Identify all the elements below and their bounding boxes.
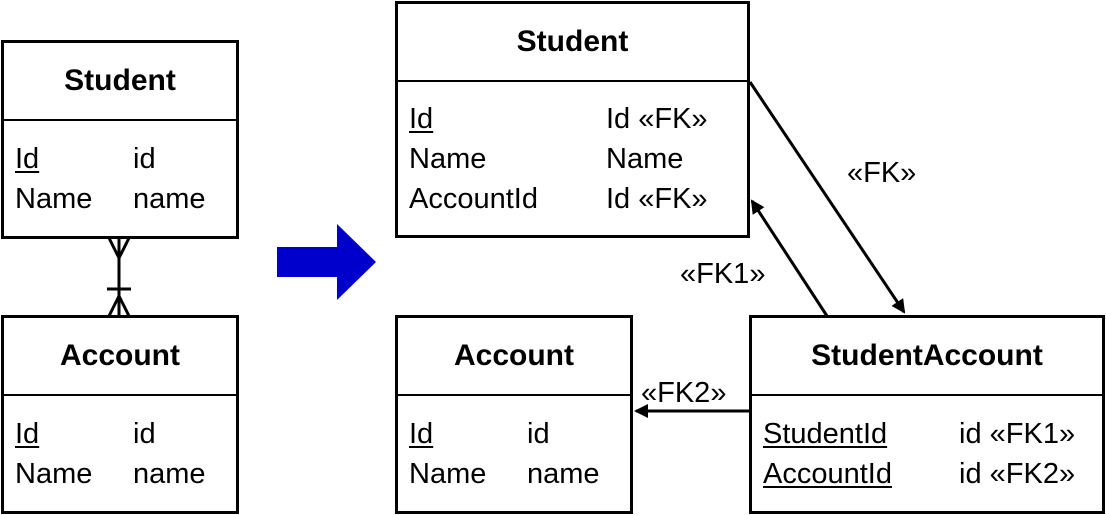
attribute-row: Name name [15, 179, 225, 219]
fk-label: «FK» [847, 157, 917, 189]
right-studentaccount-entity[interactable]: StudentAccount StudentId id «FK1» Accoun… [749, 315, 1105, 514]
fk-arrow [748, 81, 906, 314]
attribute-name: Name [15, 458, 93, 490]
attribute-name: Name [15, 183, 93, 215]
attribute-type: id [527, 418, 550, 450]
attribute-row: Id id [15, 414, 225, 454]
attribute-type: name [527, 458, 600, 490]
attribute-row: Id Id «FK» [409, 99, 736, 139]
left-account-entity[interactable]: Account Id id Name name [1, 315, 239, 514]
attribute-name: AccountId [763, 458, 892, 490]
attribute-row: StudentId id «FK1» [763, 414, 1091, 454]
attribute-row: Id id [409, 414, 619, 454]
entity-title: Account [398, 318, 630, 396]
attribute-type: id «FK1» [959, 418, 1076, 450]
attribute-row: Name Name [409, 139, 736, 179]
attribute-type: id [133, 418, 156, 450]
fk2-label: «FK2» [641, 377, 727, 409]
right-student-entity[interactable]: Student Id Id «FK» Name Name AccountId I… [395, 1, 750, 238]
attribute-name: Name [409, 143, 487, 175]
attribute-type: Id «FK» [606, 183, 708, 215]
attribute-name: Id [15, 143, 40, 175]
entity-title: StudentAccount [752, 318, 1102, 396]
attribute-row: Name name [15, 454, 225, 494]
right-account-entity[interactable]: Account Id id Name name [395, 315, 633, 514]
attribute-name: StudentId [763, 418, 888, 450]
fk1-label: «FK1» [680, 258, 766, 290]
crows-foot-relationship [107, 237, 131, 317]
left-student-entity[interactable]: Student Id id Name name [1, 40, 239, 239]
attribute-type: name [133, 183, 206, 215]
entity-title: Student [4, 43, 236, 121]
attribute-type: id «FK2» [959, 458, 1076, 490]
attribute-name: Id [409, 418, 434, 450]
attribute-type: name [133, 458, 206, 490]
attribute-name: Name [409, 458, 487, 490]
attribute-row: Id id [15, 139, 225, 179]
fk1-arrow [750, 199, 829, 317]
attribute-row: AccountId id «FK2» [763, 454, 1091, 494]
attribute-name: Id [15, 418, 40, 450]
attribute-row: Name name [409, 454, 619, 494]
attribute-row: AccountId Id «FK» [409, 179, 736, 219]
attribute-name: AccountId [409, 183, 538, 215]
attribute-type: Id «FK» [606, 103, 708, 135]
entity-title: Account [4, 318, 236, 396]
transform-arrow [277, 224, 376, 300]
attribute-type: Name [606, 143, 684, 175]
attribute-name: Id [409, 103, 434, 135]
attribute-type: id [133, 143, 156, 175]
entity-title: Student [398, 4, 747, 82]
